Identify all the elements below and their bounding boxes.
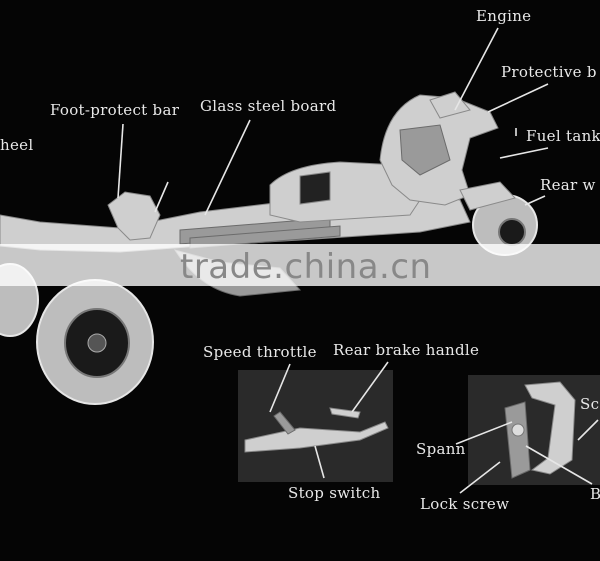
label-fuel-tank: Fuel tank [526,127,600,145]
label-rear-brake-handle: Rear brake handle [333,341,479,359]
leader-protective [487,83,549,113]
inset-lock: Spann Lock screw Sc B [416,375,600,513]
handle-photo [238,370,393,482]
inset-handle: Speed throttle Rear brake handle Stop sw… [203,341,479,502]
label-front-wheel: heel [0,136,33,154]
leader-rear-wheel [524,195,546,206]
main-labels: Engine Protective b Fuel tank Rear w hee… [0,7,600,216]
leader-spann [455,421,513,445]
label-speed-throttle: Speed throttle [203,343,317,361]
label-protective: Protective b [501,63,597,81]
leader-rear-brake-handle [351,361,389,413]
label-lock-screw: Lock screw [420,495,509,513]
rear-wheel [459,181,538,256]
watermark: trade.china.cn [0,244,600,287]
label-stop-switch: Stop switch [288,484,380,502]
label-b: B [590,485,600,503]
leader-speed-throttle [269,363,291,413]
leader-engine [454,27,499,111]
leader-lock-screw [459,461,501,494]
engine-block [379,91,499,206]
label-glass-steel-board: Glass steel board [200,97,336,115]
watermark-text: trade.china.cn [180,247,432,287]
leader-fuel-tank-b [499,147,549,159]
leader-foot-protect-bar [117,123,124,199]
leader-glass-steel-board [204,119,251,216]
leader-stop-switch [314,445,325,479]
label-engine: Engine [476,7,531,25]
leader-b [525,445,593,485]
label-sc: Sc [580,395,599,413]
label-rear-wheel: Rear w [540,176,596,194]
label-spann: Spann [416,440,466,458]
leader-sc [577,419,599,441]
label-foot-protect-bar: Foot-protect bar [50,101,180,119]
scooter-illustration [0,91,538,405]
